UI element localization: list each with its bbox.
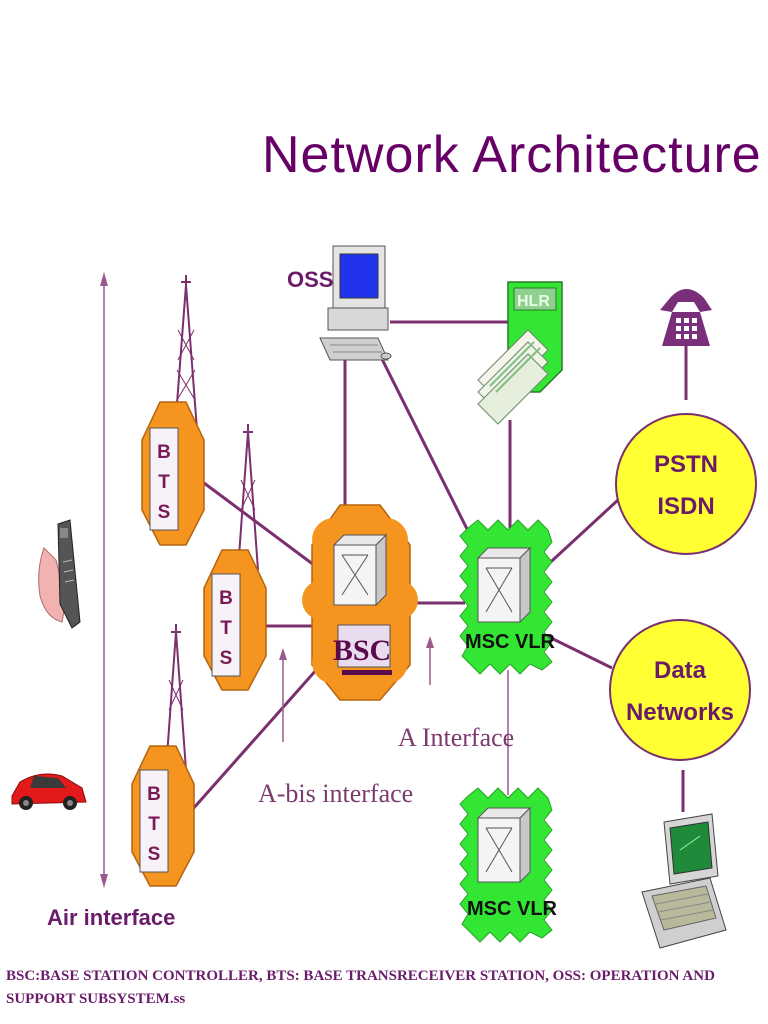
bts-node-2: B T S (203, 424, 267, 691)
connection-lines (190, 320, 688, 812)
bts-node-1: B T S (141, 275, 205, 546)
bts-letter-s: S (148, 844, 161, 865)
oss-label: OSS (287, 267, 333, 292)
bts-letter-t: T (220, 618, 232, 639)
link-msc-data (544, 633, 613, 670)
car-icon (11, 773, 87, 810)
air-interface-label: Air interface (47, 905, 175, 930)
link-bts1-bsc (199, 478, 319, 570)
msc-vlr-node-secondary: MSC VLR (459, 787, 558, 943)
switch-cube-icon (476, 806, 532, 884)
hlr-card-stack (477, 329, 549, 425)
antenna-tower-icon (237, 424, 259, 571)
bts-letter-b: B (219, 588, 233, 609)
msc-vlr-secondary-label: MSC VLR (467, 898, 558, 920)
data-networks-node: Data Networks (609, 619, 751, 761)
link-bts3-bsc (190, 659, 327, 811)
air-interface-arrow (100, 272, 108, 888)
link-oss-msc (378, 354, 477, 546)
bsc-node: BSC (302, 504, 418, 701)
pstn-label: PSTN (654, 451, 718, 478)
page-title: Network Architecture (262, 126, 762, 184)
laptop-icon (641, 813, 727, 949)
a-interface-label: A Interface (398, 723, 514, 752)
mobile-phone-icon (38, 519, 81, 629)
oss-computer-icon (319, 245, 392, 361)
bts-node-3: B T S (131, 624, 195, 887)
hlr-label: HLR (517, 293, 550, 310)
bts-letter-t: T (148, 814, 160, 835)
msc-vlr-node-main: MSC VLR (459, 519, 556, 675)
telephone-icon (660, 289, 712, 346)
bts-letter-s: S (158, 502, 171, 523)
switch-cube-icon (476, 546, 532, 624)
data-label: Data (654, 657, 707, 684)
bsc-label: BSC (333, 634, 391, 667)
isdn-label: ISDN (657, 493, 714, 520)
bts-letter-b: B (157, 442, 171, 463)
networks-label: Networks (626, 699, 734, 726)
bts-letter-s: S (220, 648, 233, 669)
pstn-isdn-node: PSTN ISDN (615, 413, 757, 555)
bts-letter-t: T (158, 472, 170, 493)
a-interface-pointer-arrow (426, 636, 434, 685)
abis-interface-label: A-bis interface (258, 779, 413, 808)
link-msc-pstn (540, 498, 620, 572)
legend-caption: BSC:BASE STATION CONTROLLER, BTS: BASE T… (6, 968, 715, 1007)
abis-pointer-arrow (279, 648, 287, 742)
switch-cube-icon (332, 533, 388, 607)
hlr-database-icon: HLR (477, 281, 563, 425)
bts-letter-b: B (147, 784, 161, 805)
msc-vlr-main-label: MSC VLR (465, 631, 556, 653)
